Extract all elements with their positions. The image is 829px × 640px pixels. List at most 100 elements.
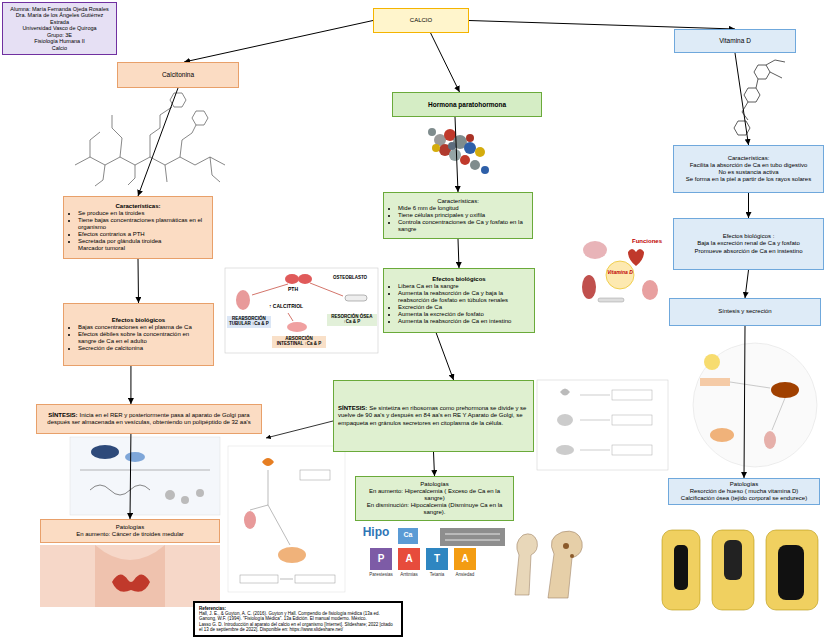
text-group: PatologíasEn aumento: Cáncer de tiroides… — [45, 524, 215, 538]
thyroid-cancer-image-part — [112, 574, 150, 591]
topic-box: Hormona paratohormona — [392, 92, 542, 117]
node-text: Dra. María de los Ángeles Gutiérrez Estr… — [7, 12, 112, 25]
connector-arrow — [748, 193, 749, 218]
bone-images-part — [563, 543, 569, 549]
vitamin-d-functions-image-part — [628, 249, 644, 266]
connector-arrow — [745, 270, 749, 298]
node-text: Efectos contrarios a PTH — [78, 231, 208, 238]
text-group: Alumna: María Fernanda Ojeda RosalesDra.… — [7, 6, 112, 51]
text-group: Efectos biológicosBajas concentraciones … — [68, 317, 209, 352]
pth-action-diagram-part — [236, 290, 250, 310]
node-heading: Referencias: — [199, 606, 397, 611]
image-label: ABSORCIÓN INTESTINAL ↑Ca & P — [272, 336, 326, 348]
pth-action-diagram-part — [345, 295, 367, 301]
vitamin-d-synthesis-image-part — [772, 398, 785, 430]
text-group: PatologíasEn aumento: Hipercalcemia ( Ex… — [360, 481, 509, 516]
process-box: Síntesis y secreción — [669, 298, 821, 326]
node-heading: Hormona paratohormona — [397, 101, 537, 109]
hypocalcemia-image-part — [426, 548, 448, 570]
vitamin-d-synthesis-image-part — [700, 378, 730, 386]
pth-action-diagram-part — [252, 284, 288, 295]
image-label: RESORCIÓN ÓSEA ↑Ca & P — [327, 314, 377, 326]
calcitonin-molecule — [75, 93, 225, 186]
image-label: Arritmias — [395, 573, 423, 578]
image-label: ↑ CALCITRIOL — [262, 303, 310, 311]
hypocalcemia-image-part — [440, 528, 505, 546]
text-group: Síntesis y secreción — [674, 308, 816, 315]
parathyroid-flow-image-part — [557, 414, 573, 426]
vitamin-d-synthesis-image-part — [764, 431, 776, 449]
parathyroid-flow-image-part — [537, 380, 668, 470]
connector-arrow — [735, 53, 749, 145]
node-text: Resorción de hueso ( mucha vitamina D) — [673, 488, 815, 495]
calcitonin-molecule-part — [165, 165, 167, 182]
image-label: P — [370, 553, 392, 564]
calcium-regulation-scheme-part — [278, 547, 306, 563]
pth-protein-model-part — [475, 147, 485, 157]
hypocalcemia-image-part — [398, 528, 418, 544]
node-text: Mide 6 mm de longitud — [398, 205, 528, 212]
process-box: Efectos biológicosBajas concentraciones … — [63, 303, 214, 366]
vitamin-d-functions-image-part — [642, 280, 658, 300]
bone-images-part — [778, 545, 804, 600]
pathology-box: PatologíasResorción de hueso ( mucha vit… — [668, 478, 820, 505]
bone-images-part — [662, 530, 700, 610]
process-box: Características:Facilita la absorción de… — [673, 145, 824, 193]
info-box: Alumna: María Fernanda Ojeda RosalesDra.… — [2, 2, 117, 55]
image-label: Ansiedad — [451, 573, 479, 578]
vitamin-d-molecule-part — [766, 60, 785, 65]
node-text: Calcio — [7, 45, 112, 51]
process-box: SÍNTESIS:Se sintetiza en ribosomas como … — [333, 380, 534, 452]
parathyroid-flow-image-part — [560, 389, 570, 396]
pathology-box: PatologíasEn aumento: Hipercalcemia ( Ex… — [355, 476, 514, 521]
connector-arrow — [130, 366, 131, 404]
text-group: Calcitonina — [122, 71, 234, 79]
calcitonin-molecule-part — [210, 157, 220, 182]
text-group: SÍNTESIS:Se sintetiza en ribosomas como … — [338, 405, 529, 426]
parathyroid-flow-image-part — [580, 420, 610, 421]
node-text: Secretada por glándula tiroidea — [78, 238, 208, 245]
node-heading: Síntesis y secreción — [674, 308, 816, 315]
hypocalcemia-image-part — [370, 548, 392, 570]
cell-synthesis-image — [70, 437, 220, 515]
text-group: Efectos biológicosLibera Ca en la sangre… — [388, 276, 530, 326]
node-text: Universidad Vasco de Quiroga — [7, 25, 112, 31]
connector-arrow — [184, 21, 373, 63]
pointer-arrow — [266, 421, 333, 438]
calcium-regulation-scheme-part — [244, 511, 256, 529]
text-group: Características:Se produce en la tiroide… — [68, 203, 208, 253]
bone-images-part — [548, 531, 582, 598]
calcitonin-molecule-part — [192, 125, 196, 133]
connector-arrow — [434, 452, 435, 476]
node-text: Tiene bajas concentraciones plasmáticas … — [78, 217, 208, 231]
vitamin-d-synthesis-image — [693, 343, 817, 467]
pth-protein-model-part — [428, 128, 436, 136]
node-heading: Características: — [68, 203, 208, 210]
pth-action-diagram-part — [288, 313, 293, 321]
vitamin-d-molecule-part — [744, 88, 760, 102]
image-label: REABSORCIÓN TUBULAR ↑Ca & P — [227, 316, 271, 328]
process-box: Efectos biológicos :Baja la excreción re… — [673, 218, 824, 270]
node-text: En disminución: Hipocalcemia (Disminuye … — [360, 502, 509, 516]
text-group: CALCIO — [378, 17, 464, 24]
node-text: Excreción de Ca — [398, 304, 530, 311]
node-heading: Efectos biológicos — [388, 276, 530, 283]
cell-synthesis-image-part — [165, 490, 175, 500]
vitamin-d-functions-image-part — [606, 261, 634, 289]
node-heading: Patologías — [673, 481, 815, 488]
bone-images — [515, 530, 818, 610]
bone-images-part — [712, 530, 754, 610]
cell-synthesis-image-part — [181, 496, 189, 504]
node-text: Inicia en el RER y posteriormente pasa a… — [47, 412, 250, 425]
cell-synthesis-image-part — [70, 437, 220, 515]
node-text: Aumenta la reabsorción de Ca y baja la r… — [398, 290, 530, 304]
pth-protein-model-part — [470, 160, 480, 170]
parathyroid-flow-image-part — [612, 415, 652, 425]
pth-action-diagram-part — [310, 283, 343, 296]
pth-action-diagram-part — [287, 322, 307, 332]
parathyroid-flow-image-part — [612, 445, 652, 455]
calcium-regulation-scheme-part — [268, 505, 290, 545]
connector-arrow — [130, 434, 132, 519]
